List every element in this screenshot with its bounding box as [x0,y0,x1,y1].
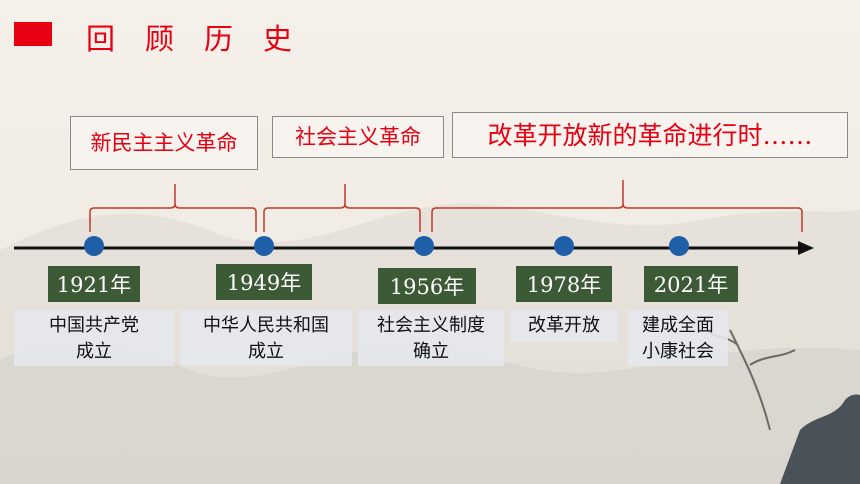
event-box-1949: 中华人民共和国 成立 [180,310,352,366]
event-line: 改革开放 [528,315,600,336]
bracket-new-democratic [89,184,257,232]
year-badge-2021: 2021年 [644,266,738,302]
timeline-dot-1921 [84,236,104,256]
timeline-dot-1956 [414,236,434,256]
timeline-dot-1978 [554,236,574,256]
event-line: 小康社会 [642,341,714,362]
title-red-square [14,22,52,46]
year-badge-1978: 1978年 [516,266,612,302]
event-box-1956: 社会主义制度 确立 [358,310,504,366]
event-line: 成立 [76,341,112,362]
period-label-reform-opening: 改革开放新的革命进行时…… [452,112,848,158]
event-box-1978: 改革开放 [510,310,618,342]
timeline-dot-2021 [669,236,689,256]
event-box-2021: 建成全面 小康社会 [628,310,728,366]
event-box-1921: 中国共产党 成立 [14,310,174,366]
timeline-arrow-head [798,241,814,255]
year-badge-1949: 1949年 [216,264,312,300]
event-line: 成立 [248,341,284,362]
page-title: 回顾历史 [86,22,323,56]
bracket-reform-opening [431,180,803,232]
event-line: 确立 [413,341,449,362]
period-label-new-democratic: 新民主主义革命 [70,116,258,170]
bracket-socialist-revolution [263,184,421,232]
year-badge-1956: 1956年 [378,268,476,304]
year-badge-1921: 1921年 [48,266,140,302]
near-mountain-shape [0,343,860,484]
period-label-socialist-revolution: 社会主义革命 [272,116,444,158]
event-line: 中国共产党 [49,315,139,336]
rock-shape [780,394,860,484]
event-line: 社会主义制度 [377,315,485,336]
timeline-dot-1949 [254,236,274,256]
event-line: 建成全面 [642,315,714,336]
event-line: 中华人民共和国 [203,315,329,336]
